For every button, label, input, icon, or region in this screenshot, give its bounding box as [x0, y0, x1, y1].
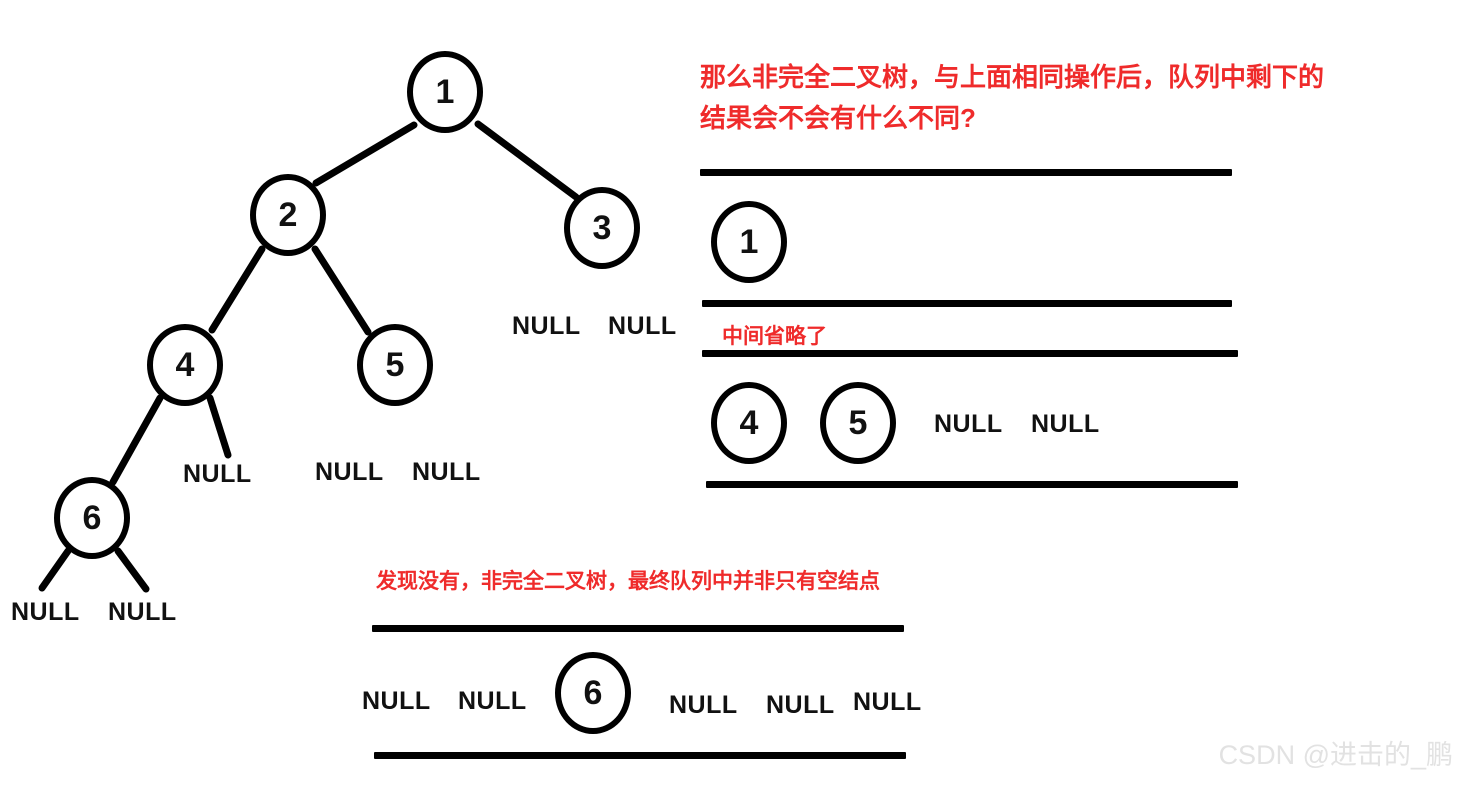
queue-bottom-null-1: NULL: [362, 687, 431, 715]
omitted-note: 中间省略了: [722, 325, 827, 348]
tree-node-2[interactable]: 2: [250, 174, 326, 256]
queue-bottom-null-4: NULL: [766, 691, 835, 719]
tree-null-6-left: NULL: [11, 598, 80, 626]
edge-6-null-left: [38, 547, 72, 592]
edge-1-3: [474, 120, 580, 201]
queue-top-line-lower: [702, 300, 1232, 307]
question-annotation-line2: 结果会不会有什么不同?: [700, 103, 976, 133]
edge-6-null-right: [114, 547, 150, 593]
edge-2-4: [208, 245, 266, 334]
queue-middle-node-5[interactable]: 5: [820, 382, 896, 464]
tree-node-5[interactable]: 5: [357, 324, 433, 406]
queue-middle-null-2: NULL: [1031, 410, 1100, 438]
tree-null-4-right: NULL: [183, 460, 252, 488]
queue-bottom-null-2: NULL: [458, 687, 527, 715]
queue-middle-null-1: NULL: [934, 410, 1003, 438]
tree-node-3[interactable]: 3: [564, 187, 640, 269]
tree-null-3-left: NULL: [512, 312, 581, 340]
edge-4-6: [109, 394, 164, 486]
tree-node-4[interactable]: 4: [147, 324, 223, 406]
queue-bottom-line-lower: [374, 752, 906, 759]
conclusion-annotation: 发现没有，非完全二叉树，最终队列中并非只有空结点: [376, 570, 880, 593]
queue-middle-node-4[interactable]: 4: [711, 382, 787, 464]
edge-2-5: [311, 245, 372, 336]
edge-4-null: [206, 394, 232, 459]
tree-null-5-right: NULL: [412, 458, 481, 486]
queue-bottom-null-3: NULL: [669, 691, 738, 719]
queue-bottom-null-5: NULL: [853, 688, 922, 716]
tree-node-1[interactable]: 1: [407, 51, 483, 133]
edge-1-2: [312, 121, 418, 187]
tree-null-3-right: NULL: [608, 312, 677, 340]
queue-top-line-upper: [700, 169, 1232, 176]
queue-bottom-line-upper: [372, 625, 904, 632]
queue-bottom-node-6[interactable]: 6: [555, 652, 631, 734]
tree-node-6[interactable]: 6: [54, 477, 130, 559]
queue-middle-line-upper: [702, 350, 1238, 357]
tree-null-6-right: NULL: [108, 598, 177, 626]
queue-top-node-1[interactable]: 1: [711, 201, 787, 283]
question-annotation-line1: 那么非完全二叉树，与上面相同操作后，队列中剩下的: [700, 62, 1325, 92]
queue-middle-line-lower: [706, 481, 1238, 488]
csdn-watermark: CSDN @进击的_鹏: [1218, 740, 1453, 770]
tree-null-5-left: NULL: [315, 458, 384, 486]
